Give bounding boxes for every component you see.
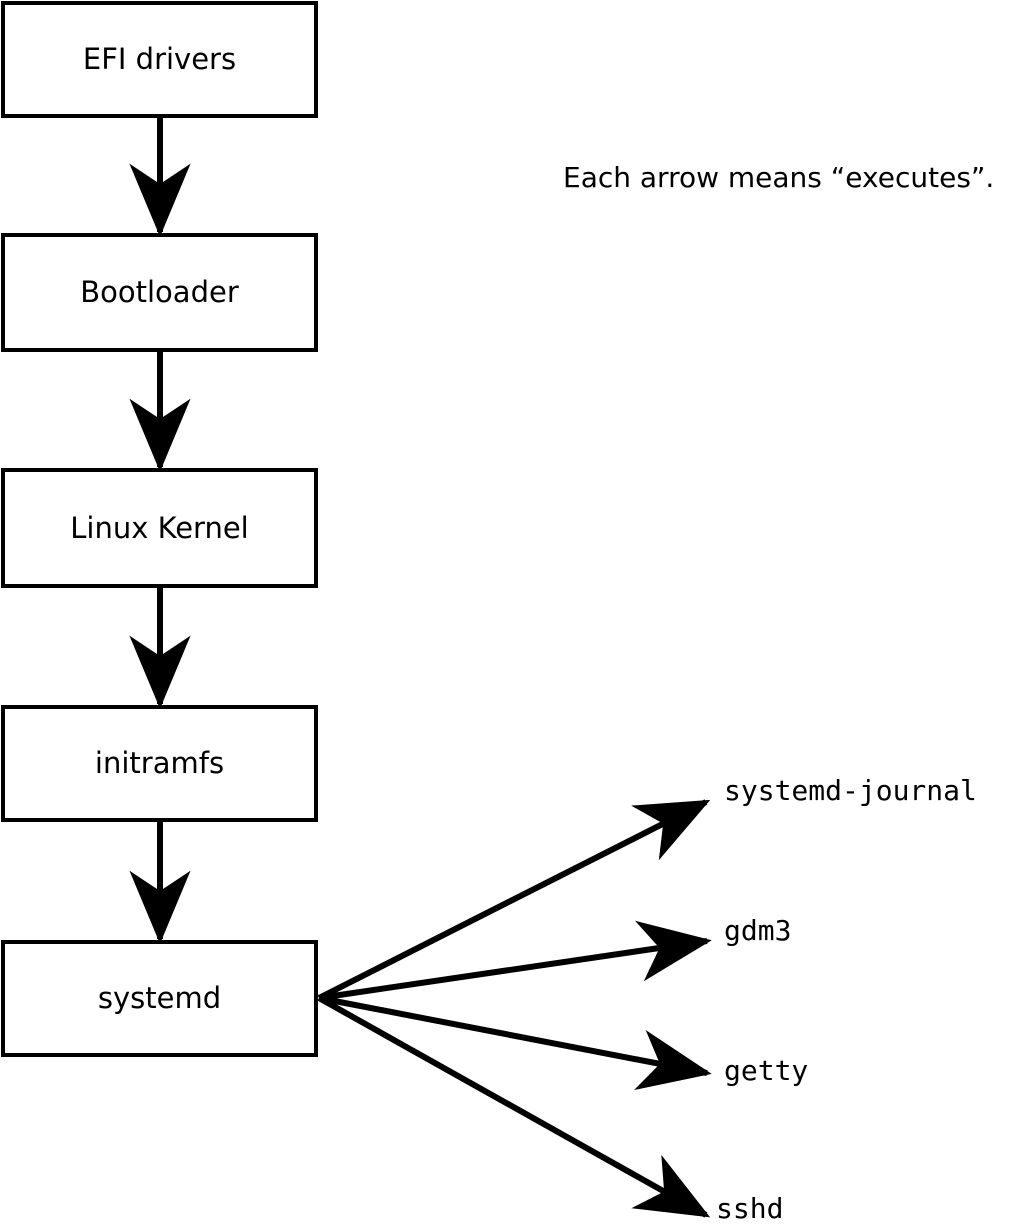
executes-arrow: [318, 995, 712, 1091]
boot-stage-box[interactable]: initramfs: [1, 705, 318, 822]
boot-stage-box[interactable]: Linux Kernel: [1, 468, 318, 588]
fanout-arrow-group: [317, 799, 712, 1218]
boot-stage-box[interactable]: EFI drivers: [1, 1, 318, 118]
service-label: sshd: [716, 1192, 784, 1225]
legend-caption: Each arrow means “executes”.: [563, 161, 995, 194]
service-label: gdm3: [724, 914, 792, 947]
boot-stage-label: systemd: [97, 981, 222, 1015]
executes-arrow: [317, 995, 711, 1218]
boot-stage-label: Bootloader: [80, 275, 239, 309]
boot-stage-label: initramfs: [94, 746, 225, 780]
boot-stage-label: Linux Kernel: [70, 510, 249, 545]
boot-stage-box[interactable]: Bootloader: [1, 233, 318, 352]
boot-stage-label: EFI drivers: [82, 42, 237, 76]
service-label: systemd-journal: [724, 774, 977, 807]
boot-stage-box[interactable]: systemd: [1, 940, 318, 1057]
service-label: getty: [724, 1054, 809, 1087]
executes-arrow: [317, 799, 711, 1001]
executes-arrow: [318, 920, 712, 1001]
